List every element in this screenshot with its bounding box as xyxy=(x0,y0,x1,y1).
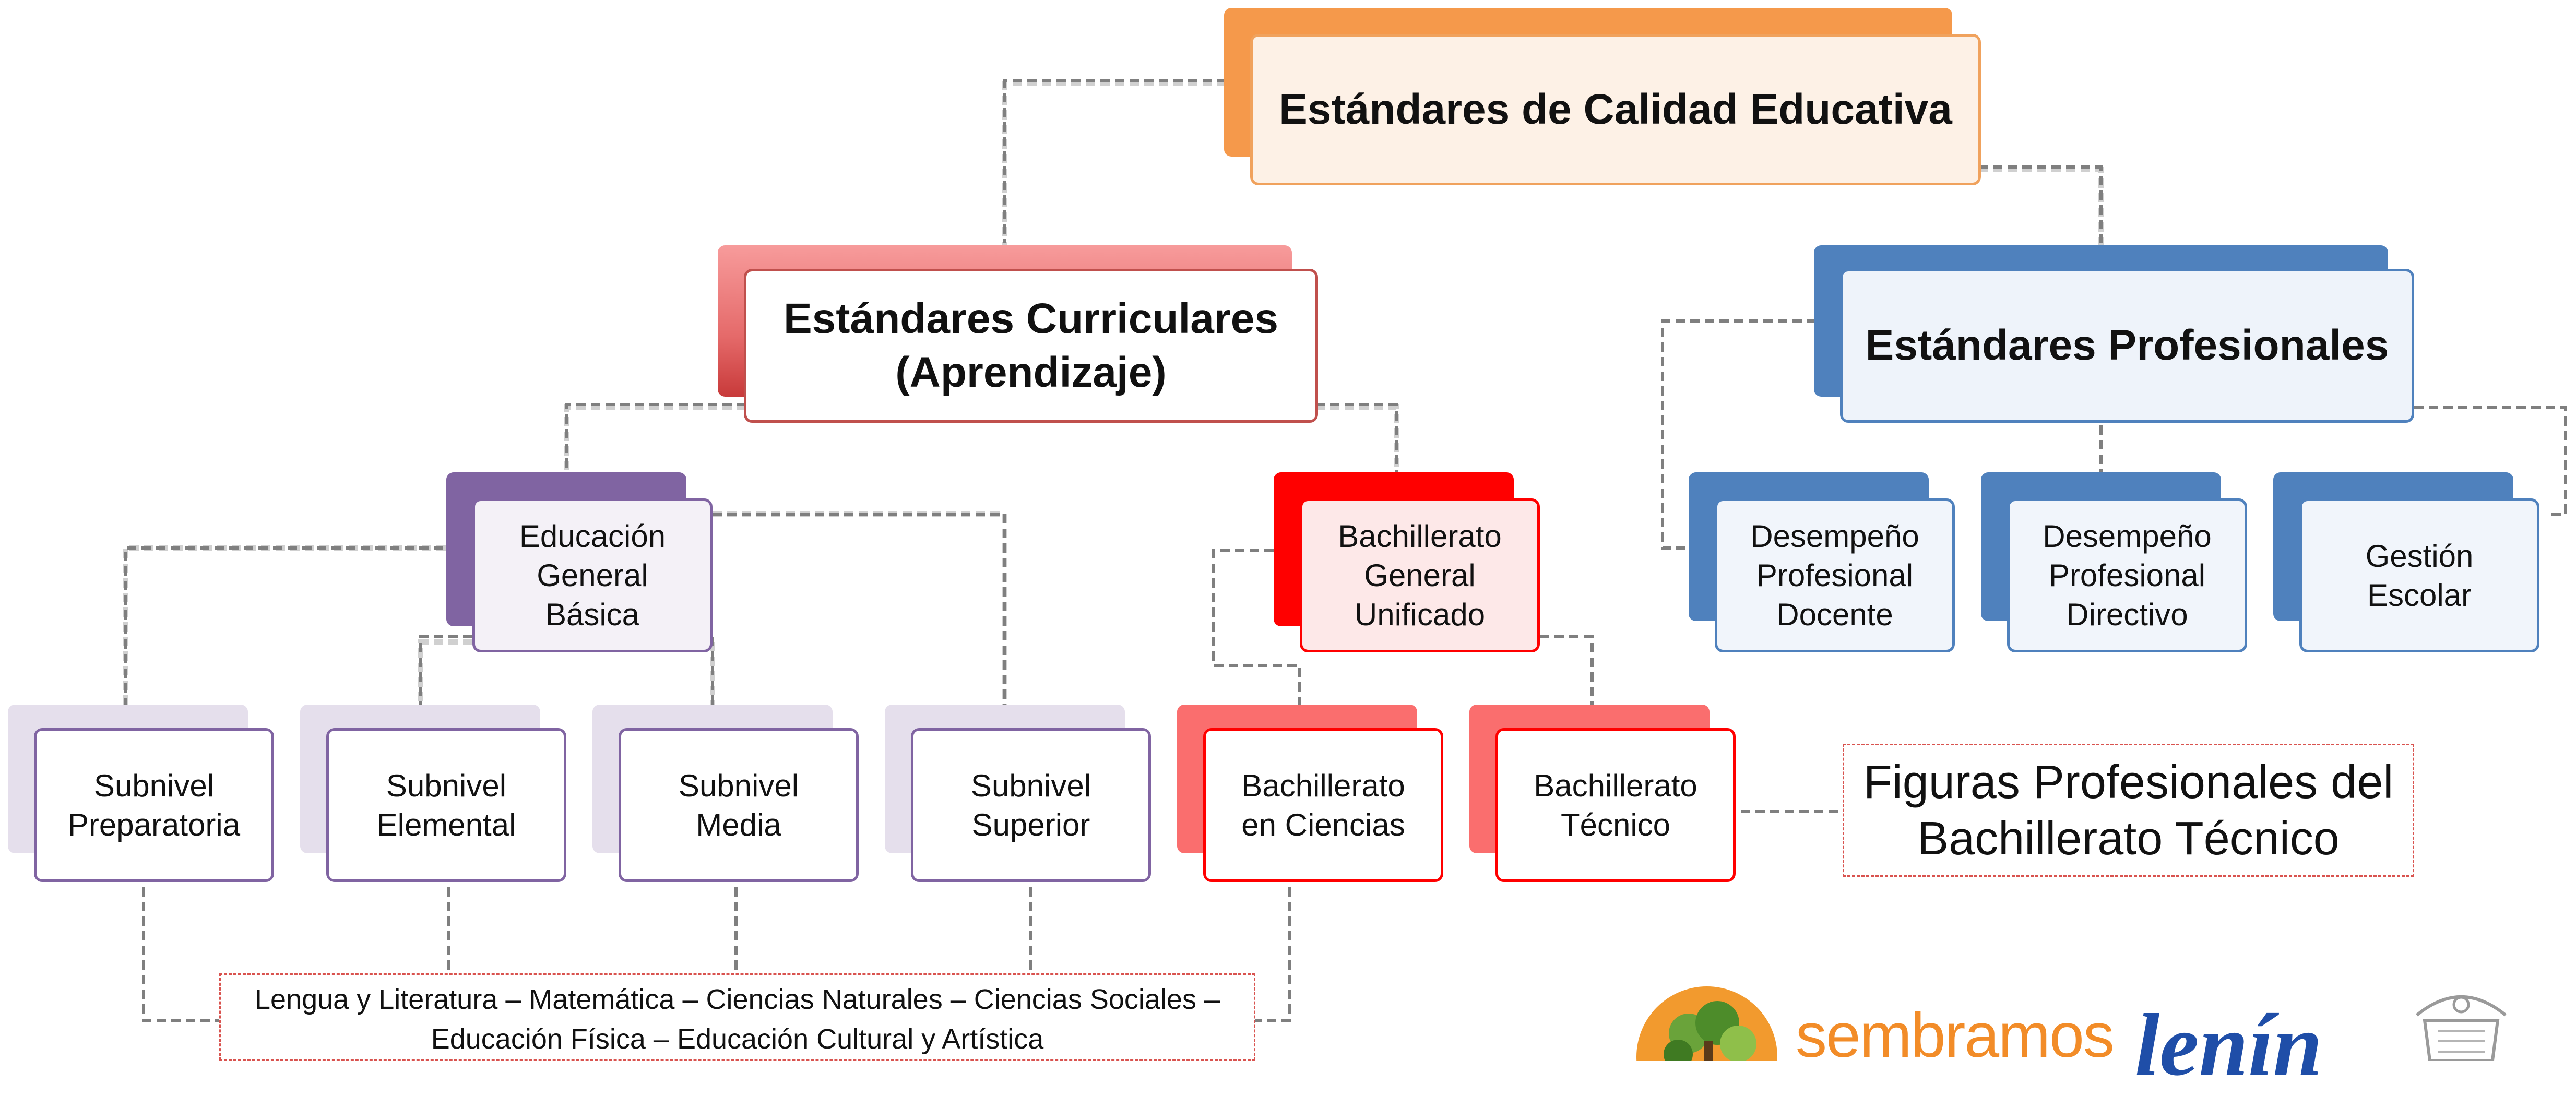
connector-ciencias-subjects xyxy=(1255,887,1291,1022)
connector-bgu-tecnico xyxy=(1540,635,1594,705)
node-desempeno-docente: Desempeño Profesional Docente xyxy=(1689,472,1955,652)
node-educacion-general-basica: Educación General Básica xyxy=(446,472,713,652)
node-label: Estándares de Calidad Educativa xyxy=(1279,85,1952,133)
node-label: Bachillerato General Unificado xyxy=(1338,519,1502,632)
node-label: Estándares Profesionales xyxy=(1865,321,2389,370)
figuras-label: Figuras Profesionales del Bachillerato T… xyxy=(1863,756,2394,865)
diagram-canvas: Estándares de Calidad Educativa Estándar… xyxy=(8,8,2567,1094)
node-card: Subnivel Superior xyxy=(911,728,1151,882)
node-label: Estándares Curriculares (Aprendizaje) xyxy=(783,295,1278,396)
node-subnivel-superior: Subnivel Superior xyxy=(885,705,1151,882)
sembramos-logo-text: sembramos xyxy=(1796,1000,2115,1070)
node-label: Bachillerato en Ciencias xyxy=(1241,768,1405,842)
node-estandares-curriculares: Estándares Curriculares (Aprendizaje) xyxy=(718,245,1318,423)
node-estandares-calidad: Estándares de Calidad Educativa xyxy=(1224,8,1981,185)
node-card: Educación General Básica xyxy=(472,498,713,652)
node-gestion-escolar: Gestión Escolar xyxy=(2273,472,2539,652)
node-card: Bachillerato Técnico xyxy=(1495,728,1736,882)
node-label: Subnivel Superior xyxy=(970,768,1091,842)
node-card: Gestión Escolar xyxy=(2299,498,2539,652)
node-card: Desempeño Profesional Directivo xyxy=(2007,498,2247,652)
node-label: Subnivel Preparatoria xyxy=(67,768,241,842)
node-bachillerato-ciencias: Bachillerato en Ciencias xyxy=(1177,705,1443,882)
node-card: Estándares Profesionales xyxy=(1840,269,2414,423)
node-label: Desempeño Profesional Docente xyxy=(1750,519,1919,632)
node-label: Educación General Básica xyxy=(519,519,666,632)
connector-prof-docente xyxy=(1661,319,1817,550)
node-bachillerato-tecnico: Bachillerato Técnico xyxy=(1469,705,1736,882)
lenin-logo-text: lenín xyxy=(2135,996,2323,1094)
node-label: Desempeño Profesional Directivo xyxy=(2043,519,2212,632)
connector-lines xyxy=(123,79,2567,1022)
node-subnivel-media: Subnivel Media xyxy=(592,705,859,882)
connector-egb-elemental xyxy=(419,635,472,705)
node-estandares-profesionales: Estándares Profesionales xyxy=(1814,245,2414,423)
node-label: Gestión Escolar xyxy=(2365,538,2474,613)
node-card: Bachillerato General Unificado xyxy=(1300,498,1540,652)
node-label: Subnivel Media xyxy=(678,768,799,842)
connector-root-curriculares xyxy=(1003,79,1227,243)
connector-prof-gestion xyxy=(2414,406,2567,516)
node-label: Subnivel Elemental xyxy=(376,768,516,842)
ecuador-coat-of-arms-icon xyxy=(2416,995,2507,1061)
node-card: Subnivel Media xyxy=(619,728,859,882)
node-label: Bachillerato Técnico xyxy=(1534,768,1697,842)
connector-curr-egb xyxy=(565,403,746,475)
node-card: Subnivel Preparatoria xyxy=(34,728,274,882)
node-subnivel-preparatoria: Subnivel Preparatoria xyxy=(8,705,274,882)
subjects-box: Lengua y Literatura – Matemática – Cienc… xyxy=(219,973,1255,1061)
node-card: Desempeño Profesional Docente xyxy=(1715,498,1955,652)
connector-root-profesionales xyxy=(1978,165,2103,243)
node-card: Subnivel Elemental xyxy=(326,728,566,882)
node-card: Estándares Curriculares (Aprendizaje) xyxy=(744,269,1318,423)
figuras-profesionales-box: Figuras Profesionales del Bachillerato T… xyxy=(1843,744,2414,877)
connector-egb-superior xyxy=(713,513,1006,705)
connector-curr-bgu xyxy=(1315,403,1398,475)
node-desempeno-directivo: Desempeño Profesional Directivo xyxy=(1981,472,2247,652)
node-bachillerato-general-unificado: Bachillerato General Unificado xyxy=(1274,472,1540,652)
node-subnivel-elemental: Subnivel Elemental xyxy=(300,705,566,882)
connector-preparatoria-subjects xyxy=(142,887,219,1022)
sembramos-logo-icon xyxy=(1636,986,1777,1061)
subjects-label: Lengua y Literatura – Matemática – Cienc… xyxy=(255,984,1220,1055)
node-card: Bachillerato en Ciencias xyxy=(1203,728,1443,882)
node-card: Estándares de Calidad Educativa xyxy=(1250,34,1981,185)
